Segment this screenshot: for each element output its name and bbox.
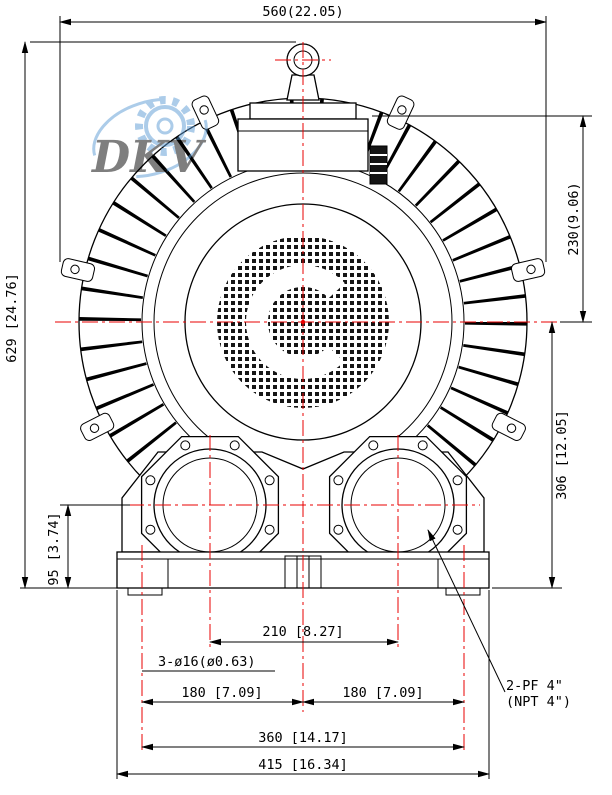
cable-gland — [369, 145, 388, 185]
port-thread-label-line1: 2-PF 4" — [506, 678, 563, 694]
dim-overall-height-label: 629 [24.76] — [4, 273, 20, 362]
dim-center-to-base-label: 306 [12.05] — [554, 410, 570, 499]
gear-icon — [135, 96, 195, 156]
mounting-tabs — [60, 95, 546, 441]
dimension-lines — [20, 16, 592, 779]
dim-base-width-label: 415 [16.34] — [258, 757, 347, 773]
dim-hole-right-label: 180 [7.09] — [342, 685, 423, 701]
center-mark — [300, 319, 306, 325]
dim-hole-span-label: 360 [14.17] — [258, 730, 347, 746]
dim-mount-holes-label: 3-ø16(ø0.63) — [158, 654, 256, 670]
centerlines — [55, 42, 560, 752]
watermark-text: DKV — [90, 132, 206, 183]
dim-port-to-base-label: 95 [3.74] — [46, 512, 62, 585]
dim-hole-left-label: 180 [7.09] — [181, 685, 262, 701]
port-thread-label-line2: (NPT 4") — [506, 694, 571, 710]
dim-port-spacing-label: 210 [8.27] — [262, 624, 343, 640]
logo-swirl — [92, 97, 208, 179]
watermark-logo: DKV — [90, 96, 208, 183]
dim-center-to-top-label: 230(9.06) — [566, 182, 582, 255]
dim-overall-width-label: 560(22.05) — [262, 4, 343, 20]
dimension-labels: 560(22.05) 629 [24.76] 230(9.06) 306 [12… — [4, 4, 582, 773]
